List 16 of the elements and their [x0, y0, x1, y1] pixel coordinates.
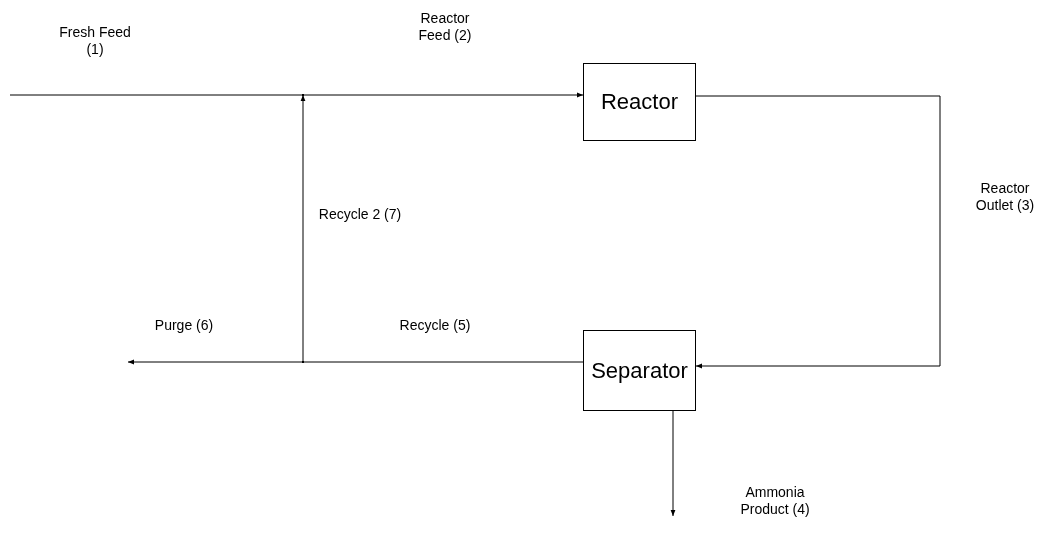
flow-arrow	[695, 95, 941, 369]
stream-label: Ammonia Product (4)	[739, 484, 811, 518]
unit-name: Reactor	[600, 89, 678, 115]
stream-label: Reactor Outlet (3)	[974, 180, 1036, 214]
unit-box	[583, 330, 696, 411]
flow-arrow	[127, 359, 304, 365]
unit-name: Separator	[591, 357, 688, 384]
flow-arrow	[302, 92, 584, 98]
unit-box	[583, 63, 696, 141]
stream-label: Recycle 2 (7)	[317, 206, 403, 223]
flow-arrow	[300, 94, 306, 363]
stream-label: Recycle (5)	[398, 317, 472, 334]
stream-label: Purge (6)	[153, 317, 215, 334]
stream-label: Fresh Feed (1)	[58, 24, 132, 58]
stream-label: Reactor Feed (2)	[417, 10, 473, 44]
flow-arrow	[670, 410, 676, 517]
